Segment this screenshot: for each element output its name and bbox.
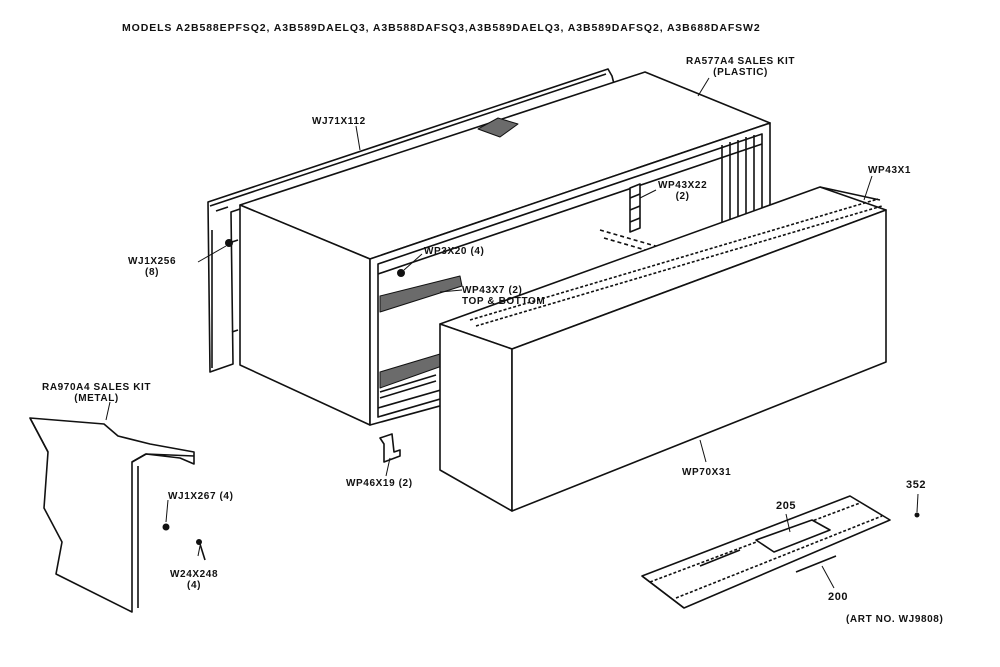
label-wp43x7: WP43X7 (2) TOP & BOTTOM: [462, 285, 545, 307]
label-wp46x19: WP46X19 (2): [346, 478, 413, 489]
label-w24x248-line1: W24X248: [170, 569, 219, 580]
leader-lines: [105, 77, 919, 589]
label-wj1x256-line1: WJ1X256: [128, 256, 177, 267]
label-sales-kit-metal-line2: (METAL): [74, 393, 119, 404]
base-pan: [641, 495, 891, 609]
label-wp3x20: WP3X20 (4): [424, 246, 485, 257]
label-wj71x112: WJ71X112: [312, 116, 366, 127]
label-wj1x267: WJ1X267 (4): [168, 491, 234, 502]
label-sales-kit-plastic: RA577A4 SALES KIT (PLASTIC): [686, 56, 795, 78]
label-w24x248: W24X248 (4): [170, 569, 218, 591]
label-sales-kit-metal-line1: RA970A4 SALES KIT: [42, 382, 152, 393]
front-cover-panel: [439, 186, 887, 512]
label-part-205: 205: [776, 500, 797, 512]
screws: [162, 239, 920, 531]
label-sales-kit-plastic-line1: RA577A4 SALES KIT: [686, 56, 796, 67]
label-wp43x22-line1: WP43X22: [658, 180, 708, 191]
anchor: [196, 539, 206, 561]
metal-sales-kit-panel: [29, 417, 195, 613]
label-wp43x22-line2: (2): [675, 191, 690, 202]
models-title: MODELS A2B588EPFSQ2, A3B589DAELQ3, A3B58…: [122, 22, 761, 34]
small-bracket: [379, 433, 401, 463]
label-w24x248-line2: (4): [187, 580, 202, 591]
label-sales-kit-plastic-line2: (PLASTIC): [713, 67, 768, 78]
label-wj1x256: WJ1X256 (8): [128, 256, 176, 278]
label-wp43x1: WP43X1: [868, 165, 912, 176]
label-wp43x22: WP43X22 (2): [658, 180, 707, 202]
label-sales-kit-metal: RA970A4 SALES KIT (METAL): [42, 382, 151, 404]
label-wp43x7-line1: WP43X7 (2): [462, 285, 523, 296]
label-part-352: 352: [906, 479, 927, 491]
label-wp43x7-line2: TOP & BOTTOM: [462, 296, 546, 307]
label-art-number: (ART NO. WJ9808): [846, 614, 944, 625]
label-part-200: 200: [828, 591, 849, 603]
label-wj1x256-line2: (8): [145, 267, 160, 278]
label-wp70x31: WP70X31: [682, 467, 732, 478]
